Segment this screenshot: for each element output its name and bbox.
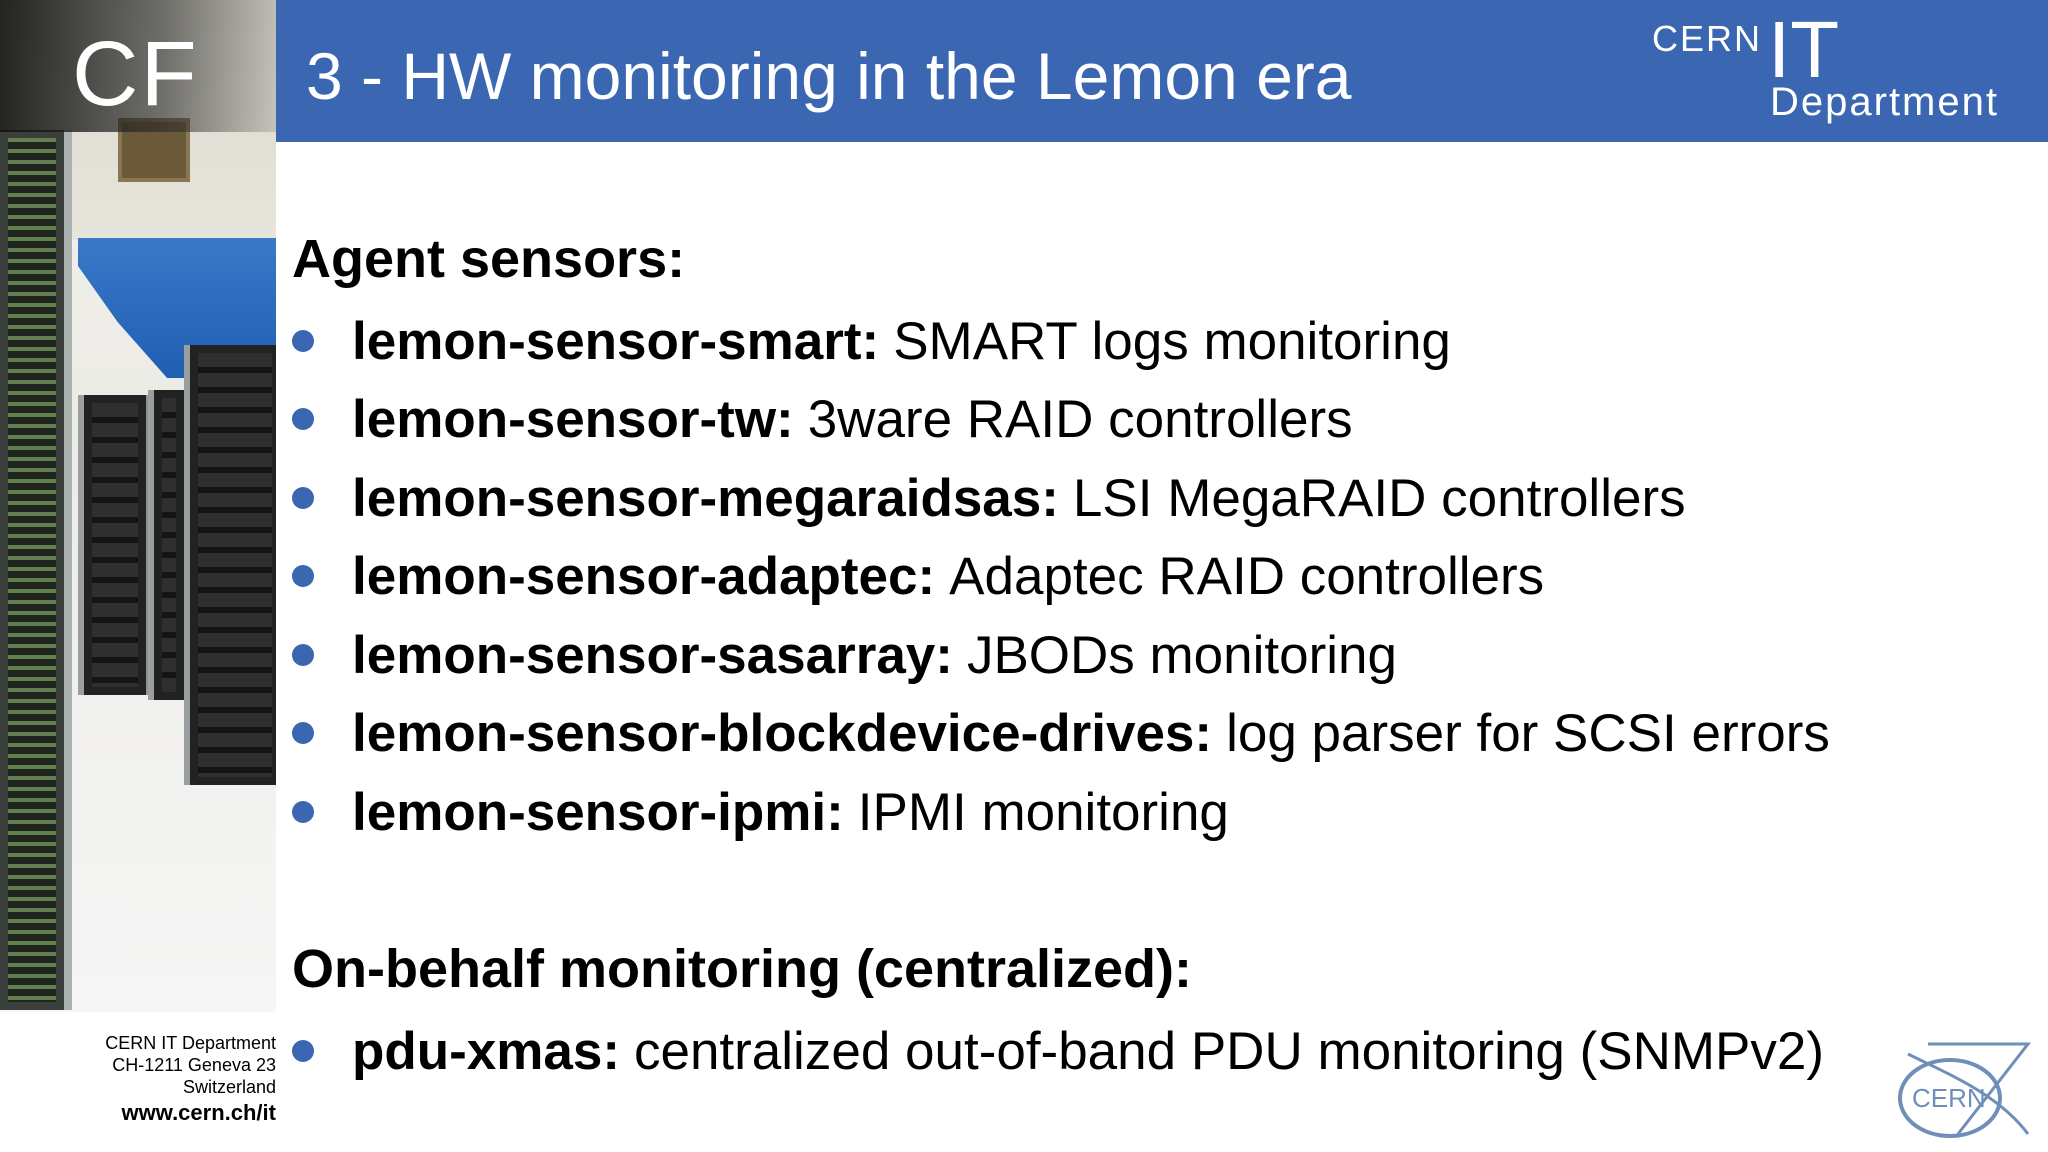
bullet-icon bbox=[292, 1040, 314, 1062]
logo-cern-text: CERN bbox=[1652, 18, 1763, 59]
sensor-description: JBODs monitoring bbox=[966, 625, 1397, 685]
footer-line: CH-1211 Geneva 23 bbox=[112, 1055, 276, 1075]
list-item: lemon-sensor-ipmi: IPMI monitoring bbox=[292, 777, 1229, 847]
sensor-name: lemon-sensor-ipmi: bbox=[352, 782, 844, 842]
sensor-description: IPMI monitoring bbox=[857, 782, 1229, 842]
sensor-name: lemon-sensor-adaptec: bbox=[352, 546, 936, 606]
list-item: lemon-sensor-megaraidsas: LSI MegaRAID c… bbox=[292, 463, 1686, 533]
footer-line: CERN IT Department bbox=[105, 1033, 276, 1053]
list-item: lemon-sensor-sasarray: JBODs monitoring bbox=[292, 620, 1397, 690]
section-heading-on-behalf: On-behalf monitoring (centralized): bbox=[292, 939, 1192, 999]
photo-rack bbox=[184, 345, 276, 785]
bullet-icon bbox=[292, 565, 314, 587]
logo-department-text: Department bbox=[1770, 80, 1999, 124]
sensor-name: lemon-sensor-blockdevice-drives: bbox=[352, 703, 1213, 763]
sensor-description: centralized out-of-band PDU monitoring (… bbox=[633, 1021, 1825, 1081]
sensor-name: lemon-sensor-megaraidsas: bbox=[352, 468, 1059, 528]
list-item: lemon-sensor-adaptec: Adaptec RAID contr… bbox=[292, 541, 1544, 611]
cf-band bbox=[0, 0, 276, 132]
sensor-description: Adaptec RAID controllers bbox=[949, 546, 1545, 606]
sensor-description: SMART logs monitoring bbox=[893, 311, 1451, 371]
list-item: pdu-xmas: centralized out-of-band PDU mo… bbox=[292, 1016, 1824, 1086]
bullet-icon bbox=[292, 801, 314, 823]
sensor-description: LSI MegaRAID controllers bbox=[1072, 468, 1686, 528]
list-item: lemon-sensor-smart: SMART logs monitorin… bbox=[292, 306, 1451, 376]
footer-line: Switzerland bbox=[182, 1077, 276, 1097]
footer-url: www.cern.ch/it bbox=[121, 1100, 276, 1125]
sensor-name: lemon-sensor-smart: bbox=[352, 311, 880, 371]
section-heading-agent-sensors: Agent sensors: bbox=[292, 229, 686, 289]
photo-rack bbox=[78, 395, 152, 695]
bullet-icon bbox=[292, 330, 314, 352]
bullet-icon bbox=[292, 408, 314, 430]
sidebar-datacenter-photo: CF bbox=[0, 0, 276, 1012]
logo-it-text: IT bbox=[1768, 5, 1840, 94]
footer-address: CERN IT Department CH-1211 Geneva 23 Swi… bbox=[68, 1032, 276, 1124]
cern-logo-icon: CERN bbox=[1898, 1042, 2032, 1138]
list-item: lemon-sensor-tw: 3ware RAID controllers bbox=[292, 384, 1353, 454]
list-item: lemon-sensor-blockdevice-drives: log par… bbox=[292, 698, 1830, 768]
sensor-description: log parser for SCSI errors bbox=[1226, 703, 1830, 763]
bullet-icon bbox=[292, 487, 314, 509]
slide-title: 3 - HW monitoring in the Lemon era bbox=[306, 39, 1352, 113]
header-bar bbox=[276, 0, 2048, 142]
photo-rack-foreground bbox=[0, 130, 72, 1010]
sensor-description: 3ware RAID controllers bbox=[807, 389, 1353, 449]
sensor-name: lemon-sensor-tw: bbox=[352, 389, 794, 449]
cf-badge: CF bbox=[72, 23, 199, 125]
sensor-name: pdu-xmas: bbox=[352, 1021, 620, 1081]
sensor-name: lemon-sensor-sasarray: bbox=[352, 625, 953, 685]
bullet-icon bbox=[292, 644, 314, 666]
bullet-icon bbox=[292, 722, 314, 744]
cern-logo-label: CERN bbox=[1912, 1083, 1986, 1113]
